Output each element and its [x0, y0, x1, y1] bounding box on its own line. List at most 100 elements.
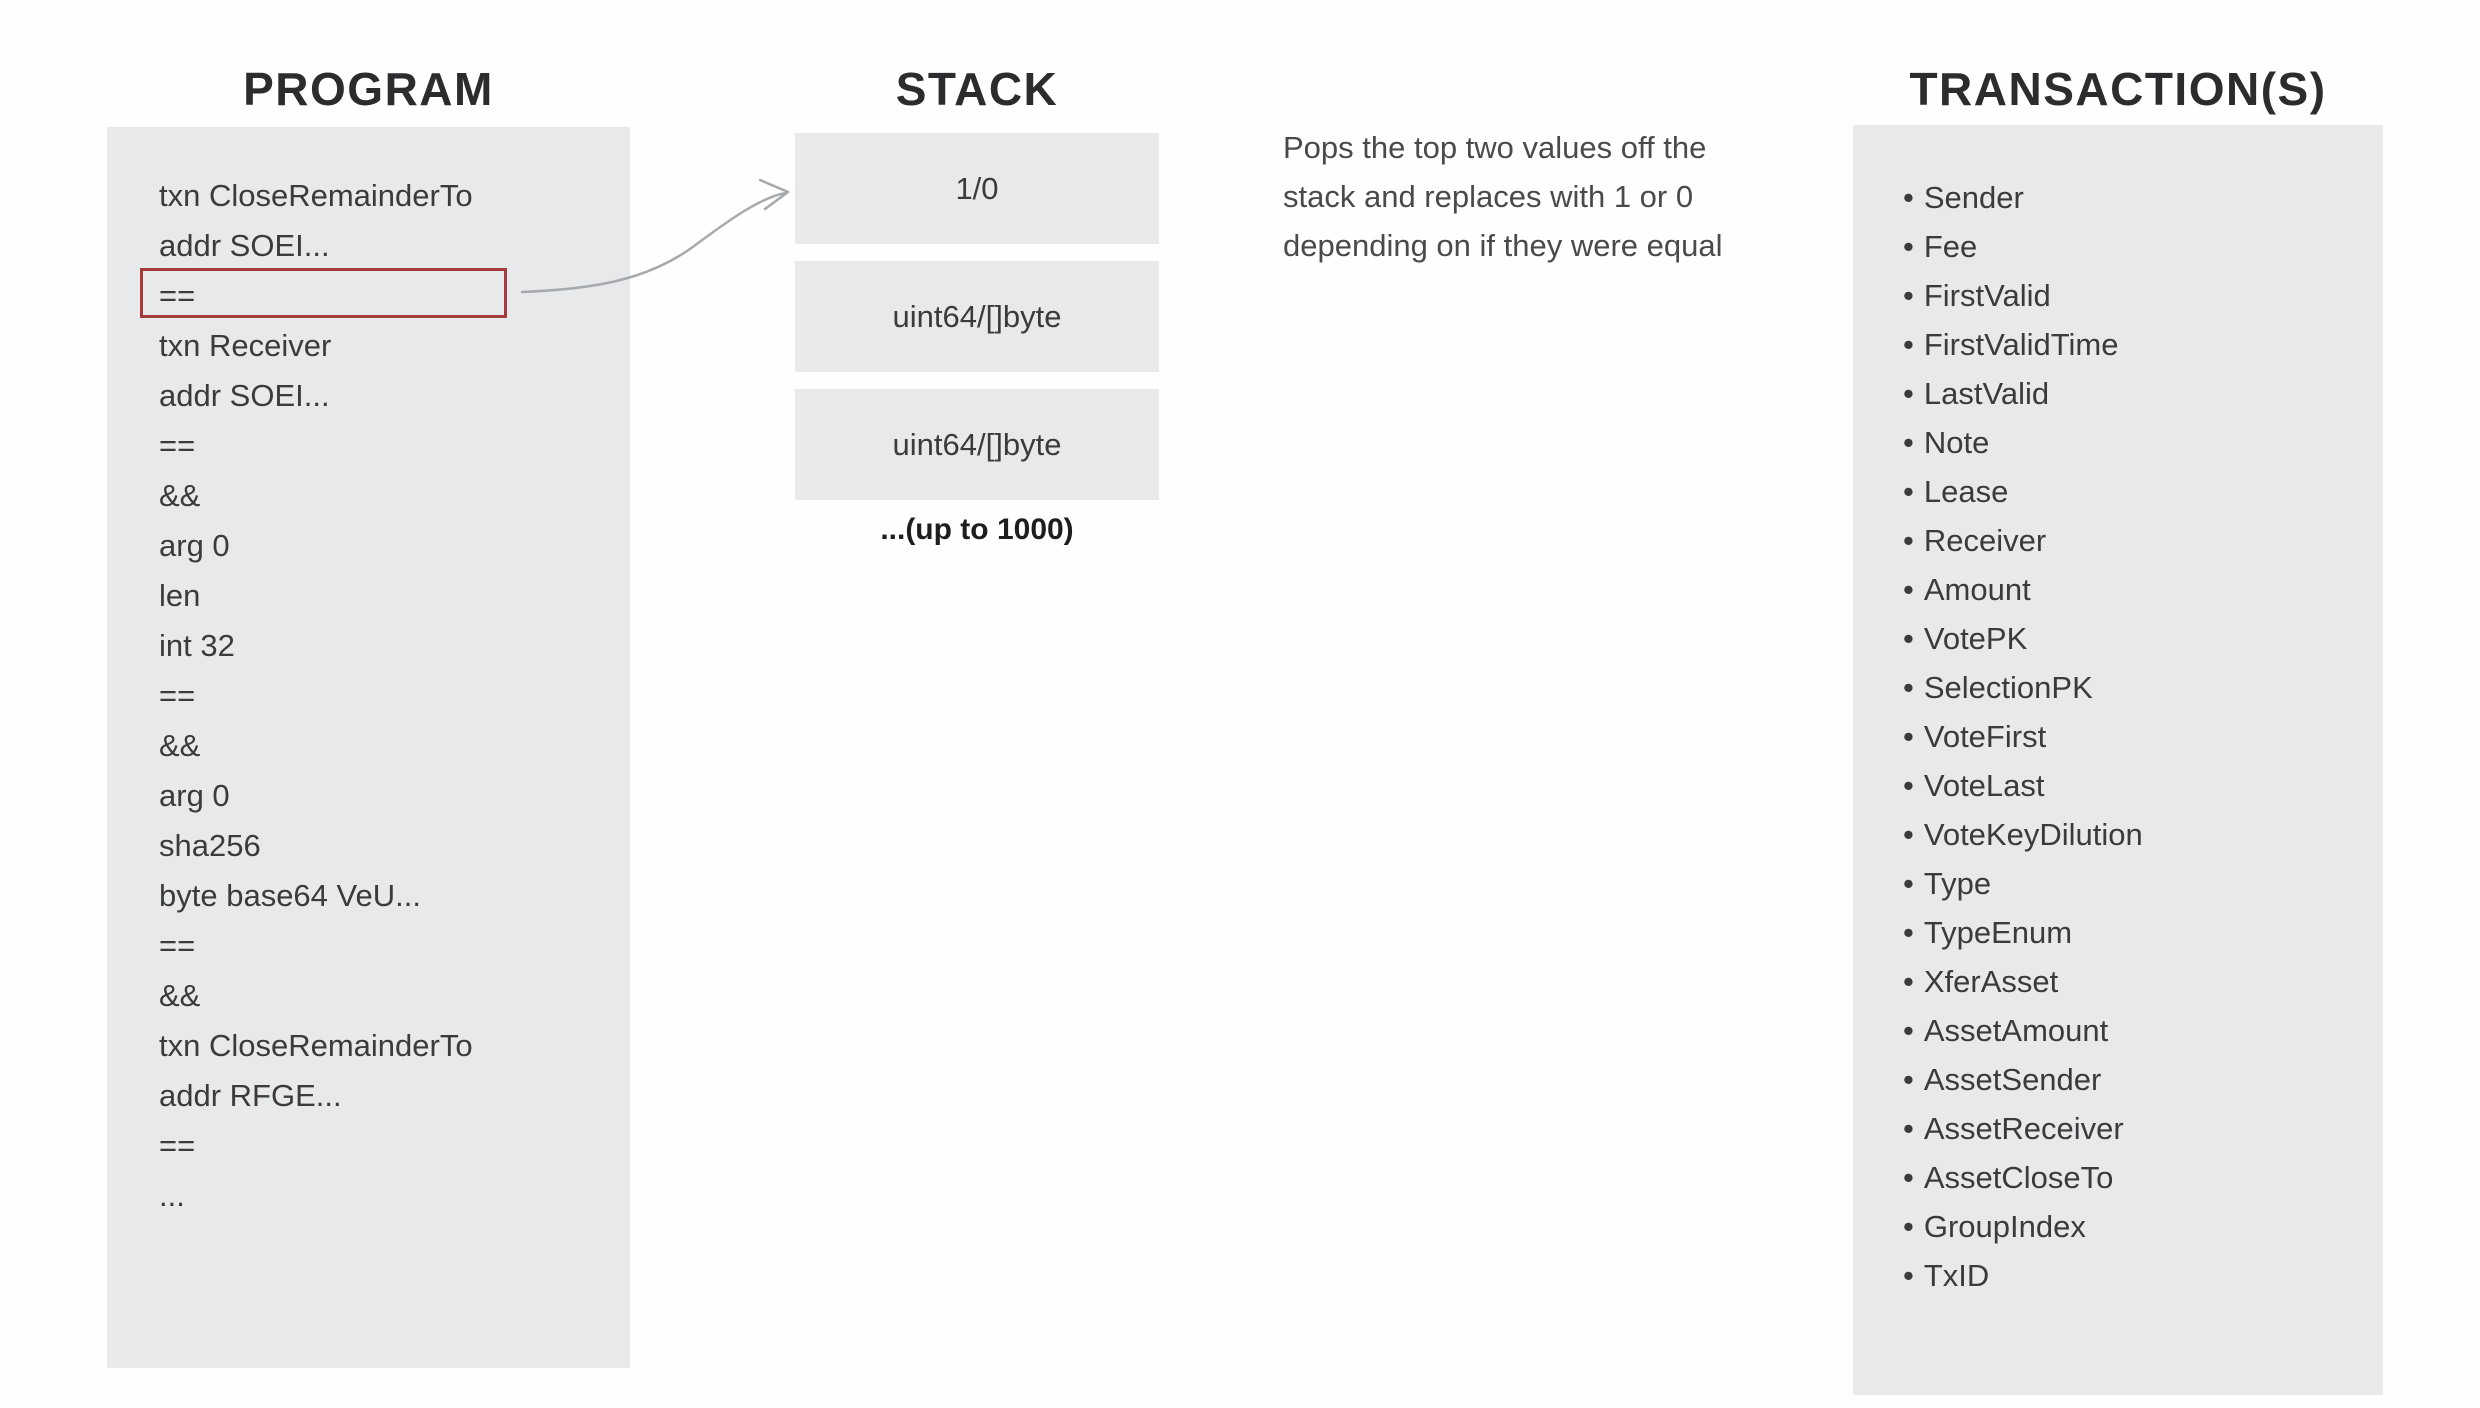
- program-line: sha256: [159, 828, 261, 863]
- program-line: ...: [159, 1178, 185, 1213]
- bullet-icon: •: [1903, 572, 1914, 607]
- program-line: ==: [159, 1128, 196, 1163]
- transaction-field-label: FirstValid: [1923, 278, 2051, 313]
- transactions-title: TRANSACTION(S): [1909, 63, 2327, 115]
- bullet-icon: •: [1903, 1160, 1914, 1195]
- transaction-field-label: AssetCloseTo: [1923, 1160, 2114, 1195]
- transaction-field-label: Note: [1923, 425, 1990, 460]
- bullet-icon: •: [1903, 866, 1914, 901]
- program-title: PROGRAM: [243, 63, 494, 115]
- transaction-field: • Sender: [1903, 173, 2383, 222]
- arrow-from-highlight-to-stack-icon: [520, 178, 790, 294]
- bullet-icon: •: [1903, 670, 1914, 705]
- bullet-icon: •: [1903, 474, 1914, 509]
- program-line: arg 0: [159, 528, 230, 563]
- transaction-field: • VoteFirst: [1903, 712, 2383, 761]
- transaction-field: •FirstValidTime: [1903, 320, 2383, 369]
- stack-cell: uint64/[]byte: [795, 389, 1159, 500]
- transaction-field-label: Sender: [1923, 180, 2024, 215]
- transaction-field-label: SelectionPK: [1923, 670, 2093, 705]
- program-line: addr RFGE...: [159, 1078, 342, 1113]
- transaction-field-label: Receiver: [1923, 523, 2047, 558]
- transaction-field: • AssetAmount: [1903, 1006, 2383, 1055]
- bullet-icon: •: [1903, 278, 1914, 313]
- program-line: &&: [159, 978, 201, 1013]
- transaction-field-label: TxID: [1923, 1258, 1990, 1293]
- transaction-field-label: Fee: [1923, 229, 1978, 264]
- transaction-field-label: TypeEnum: [1923, 915, 2073, 950]
- program-line: int 32: [159, 628, 235, 663]
- transaction-field: • AssetCloseTo: [1903, 1153, 2383, 1202]
- transaction-field-label: VotePK: [1923, 621, 2028, 656]
- description-line: stack and replaces with 1 or 0: [1283, 179, 1694, 214]
- transaction-field: • GroupIndex: [1903, 1202, 2383, 1251]
- transaction-field-label: Amount: [1923, 572, 2031, 607]
- stack-cell: 1/0: [795, 133, 1159, 244]
- program-line: byte base64 VeU...: [159, 878, 421, 913]
- bullet-icon: •: [1903, 915, 1914, 950]
- transaction-field: • VotePK: [1903, 614, 2383, 663]
- transaction-field-label: VoteLast: [1923, 768, 2045, 803]
- transaction-field: • TxID: [1903, 1251, 2383, 1300]
- program-line: txn CloseRemainderTo: [159, 178, 473, 213]
- stack-capacity-note: ...(up to 1000): [880, 513, 1074, 546]
- transaction-fields-list: •Sender•Fee•FirstValid•FirstValidTime•La…: [1853, 125, 2383, 1300]
- program-line: len: [159, 578, 201, 613]
- transaction-field-label: FirstValidTime: [1923, 327, 2119, 362]
- description-line: depending on if they were equal: [1283, 228, 1723, 263]
- transaction-field: • VoteLast: [1903, 761, 2383, 810]
- bullet-icon: •: [1903, 1258, 1914, 1293]
- bullet-icon: •: [1903, 1209, 1914, 1244]
- transaction-field: • SelectionPK: [1903, 663, 2383, 712]
- transaction-field: • Amount: [1903, 565, 2383, 614]
- bullet-icon: •: [1903, 180, 1914, 215]
- transactions-panel: •Sender•Fee•FirstValid•FirstValidTime•La…: [1853, 125, 2383, 1395]
- bullet-icon: •: [1903, 964, 1914, 999]
- transaction-field: • XferAsset: [1903, 957, 2383, 1006]
- transaction-field: • TypeEnum: [1903, 908, 2383, 957]
- program-line: txn Receiver: [159, 328, 332, 363]
- bullet-icon: •: [1903, 1013, 1914, 1048]
- program-line: ==: [159, 678, 196, 713]
- transaction-field-label: XferAsset: [1923, 964, 2059, 999]
- transaction-field: • FirstValid: [1903, 271, 2383, 320]
- program-line: arg 0: [159, 778, 230, 813]
- opcode-description: Pops the top two values off the stack and…: [1283, 123, 1883, 270]
- bullet-icon: •: [1903, 621, 1914, 656]
- bullet-icon: •: [1903, 817, 1914, 852]
- bullet-icon: •: [1903, 425, 1914, 460]
- bullet-icon: •: [1903, 768, 1914, 803]
- transaction-field: • Note: [1903, 418, 2383, 467]
- transaction-field-label: Type: [1923, 866, 1992, 901]
- program-line: ==: [159, 428, 196, 463]
- transaction-field: •Receiver: [1903, 516, 2383, 565]
- program-line: &&: [159, 728, 201, 763]
- transaction-field: • Lease: [1903, 467, 2383, 516]
- transaction-field-label: AssetAmount: [1923, 1013, 2109, 1048]
- program-panel: txn CloseRemainderTo addr SOEI... == txn Re…: [107, 127, 630, 1368]
- bullet-icon: •: [1903, 229, 1914, 264]
- program-line: txn CloseRemainderTo: [159, 1028, 473, 1063]
- transaction-field: • LastValid: [1903, 369, 2383, 418]
- transaction-field: • AssetReceiver: [1903, 1104, 2383, 1153]
- program-line: addr SOEI...: [159, 228, 330, 263]
- transaction-field-label: LastValid: [1923, 376, 2050, 411]
- transaction-field-label: AssetSender: [1923, 1062, 2102, 1097]
- bullet-icon: •: [1903, 1062, 1914, 1097]
- transaction-field: • AssetSender: [1903, 1055, 2383, 1104]
- transaction-field: •VoteKeyDilution: [1903, 810, 2383, 859]
- program-line: addr SOEI...: [159, 378, 330, 413]
- bullet-icon: •: [1903, 376, 1914, 411]
- description-line: Pops the top two values off the: [1283, 130, 1707, 165]
- transaction-field-label: GroupIndex: [1923, 1209, 2086, 1244]
- bullet-icon: •: [1903, 719, 1914, 754]
- bullet-icon: •: [1903, 1111, 1914, 1146]
- transaction-field: • Type: [1903, 859, 2383, 908]
- transaction-field-label: VoteFirst: [1923, 719, 2047, 754]
- program-line: ==: [159, 928, 196, 963]
- transaction-field-label: AssetReceiver: [1923, 1111, 2124, 1146]
- transaction-field-label: Lease: [1923, 474, 2009, 509]
- stack-title: STACK: [895, 63, 1059, 115]
